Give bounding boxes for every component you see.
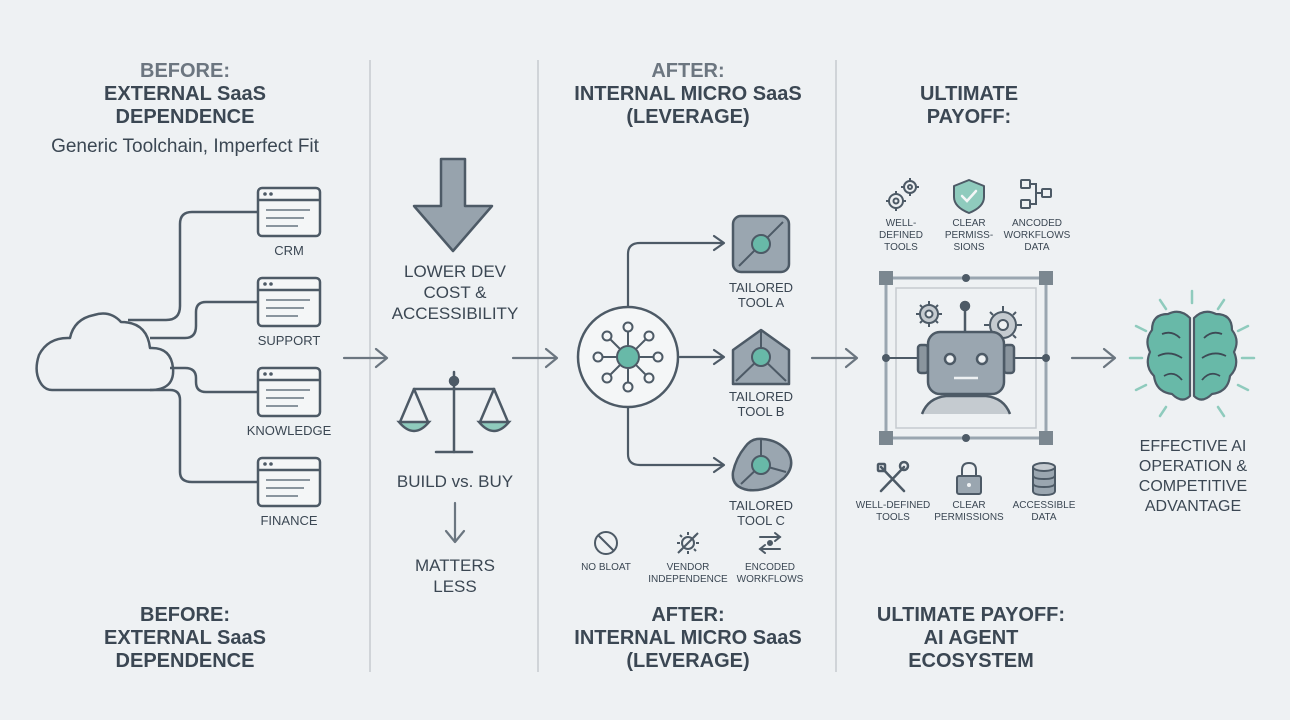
app-label-support: SUPPORT bbox=[257, 333, 321, 348]
vendor-independence-icon bbox=[677, 532, 699, 554]
tool-a-icon bbox=[731, 214, 791, 274]
payoff-footer-line3: ECOSYSTEM bbox=[908, 650, 1034, 672]
top-feature-tools-line3: TOOLS bbox=[884, 242, 918, 253]
hub-network-icon bbox=[576, 305, 680, 409]
build-vs-buy-label: BUILD vs. BUY bbox=[396, 472, 514, 491]
matters-line1: MATTERS bbox=[415, 556, 495, 575]
benefit-encoded-line2: WORKFLOWS bbox=[736, 574, 804, 585]
agent-frame bbox=[879, 271, 1053, 445]
top-feature-workflow-icon bbox=[1020, 179, 1052, 209]
before-footer-line2: EXTERNAL SaaS bbox=[104, 627, 266, 649]
top-feature-tools-line1: WELL- bbox=[885, 218, 917, 229]
app-label-crm: CRM bbox=[274, 243, 304, 258]
bottom-feature-lock-icon bbox=[956, 461, 982, 495]
arrow-right-icon bbox=[342, 347, 389, 369]
arrow-right-icon bbox=[511, 347, 559, 369]
app-window-crm-icon bbox=[256, 186, 322, 238]
payoff-heading-line1: ULTIMATE bbox=[919, 83, 1019, 105]
benefit-no-bloat: NO BLOAT bbox=[581, 562, 631, 573]
robot-icon bbox=[916, 300, 1016, 415]
after-heading-line3: (LEVERAGE) bbox=[626, 106, 750, 128]
after-footer-line1: AFTER: bbox=[651, 604, 725, 626]
top-feature-tools-line2: DEFINED bbox=[879, 230, 923, 241]
arrow-right-icon bbox=[810, 347, 859, 369]
top-feature-permissions-line2: PERMISS- bbox=[944, 230, 994, 241]
outcome-line1: EFFECTIVE AI bbox=[1139, 438, 1247, 455]
after-heading-line1: AFTER: bbox=[651, 60, 725, 82]
payoff-footer-line1: ULTIMATE PAYOFF: bbox=[876, 604, 1066, 626]
top-feature-permissions-line1: CLEAR bbox=[952, 218, 986, 229]
top-feature-tools-icon bbox=[886, 178, 919, 211]
payoff-footer-line2: AI AGENT bbox=[923, 627, 1019, 649]
brain-rays bbox=[1128, 289, 1256, 418]
benefit-encoded-line1: ENCODED bbox=[744, 562, 795, 573]
section-dividers bbox=[369, 60, 837, 672]
outcome-line4: ADVANTAGE bbox=[1144, 498, 1242, 515]
app-window-support-icon bbox=[256, 276, 322, 328]
cost-line3: ACCESSIBILITY bbox=[391, 304, 519, 323]
app-window-finance-icon bbox=[256, 456, 322, 508]
cost-line1: LOWER DEV bbox=[403, 262, 507, 281]
scales-icon bbox=[396, 370, 512, 454]
tool-c-label-line2: TOOL C bbox=[737, 513, 785, 528]
bottom-feature-permissions-line2: PERMISSIONS bbox=[934, 512, 1004, 523]
tool-c-label-line1: TAILORED bbox=[728, 498, 794, 513]
bottom-feature-data-line2: DATA bbox=[1031, 512, 1057, 523]
tool-c-icon bbox=[731, 437, 793, 492]
matters-line2: LESS bbox=[433, 577, 477, 596]
benefit-vendor-line1: VENDOR bbox=[666, 562, 710, 573]
tool-a-label-line2: TOOL A bbox=[737, 295, 785, 310]
top-feature-permissions-line3: SIONS bbox=[953, 242, 985, 253]
after-footer-line2: INTERNAL MICRO SaaS bbox=[574, 627, 802, 649]
tool-b-label-line2: TOOL B bbox=[737, 404, 785, 419]
bottom-feature-data-line1: ACCESSIBLE bbox=[1012, 500, 1076, 511]
brain-icon bbox=[1146, 310, 1238, 401]
before-subtitle: Generic Toolchain, Imperfect Fit bbox=[51, 136, 319, 157]
tool-b-label-line1: TAILORED bbox=[728, 389, 794, 404]
before-heading-line1: BEFORE: bbox=[140, 60, 230, 82]
before-footer-line3: DEPENDENCE bbox=[115, 650, 255, 672]
bottom-feature-tools-line1: WELL-DEFINED bbox=[855, 500, 931, 511]
bottom-feature-permissions-line1: CLEAR bbox=[952, 500, 986, 511]
app-label-finance: FINANCE bbox=[260, 513, 318, 528]
outcome-line3: COMPETITIVE bbox=[1138, 478, 1248, 495]
cost-line2: COST & bbox=[423, 283, 487, 302]
top-feature-workflows-line1: ANCODED bbox=[1011, 218, 1062, 229]
bottom-feature-tools-line2: TOOLS bbox=[876, 512, 910, 523]
before-footer-line1: BEFORE: bbox=[140, 604, 230, 626]
flow-arrows bbox=[342, 347, 1117, 369]
encoded-workflows-icon bbox=[758, 532, 782, 554]
app-window-knowledge-icon bbox=[256, 366, 322, 418]
before-heading-line2: EXTERNAL SaaS bbox=[104, 83, 266, 105]
top-feature-workflows-line2: WORKFLOWS bbox=[1003, 230, 1071, 241]
bottom-feature-database-icon bbox=[1032, 462, 1056, 497]
benefit-vendor-line2: INDEPENDENCE bbox=[648, 574, 728, 585]
cloud-connectors bbox=[128, 210, 258, 484]
payoff-heading-line2: PAYOFF: bbox=[926, 106, 1012, 128]
outcome-line2: OPERATION & bbox=[1138, 458, 1248, 475]
cloud-icon bbox=[35, 312, 175, 392]
hub-connectors bbox=[626, 234, 726, 474]
before-heading-line3: DEPENDENCE bbox=[115, 106, 255, 128]
tool-a-label-line1: TAILORED bbox=[728, 280, 794, 295]
after-footer-line3: (LEVERAGE) bbox=[626, 650, 750, 672]
gear-icon bbox=[916, 301, 942, 327]
no-bloat-icon bbox=[594, 531, 618, 555]
after-heading-line2: INTERNAL MICRO SaaS bbox=[574, 83, 802, 105]
top-feature-shield-icon bbox=[953, 179, 985, 214]
top-feature-workflows-line3: DATA bbox=[1024, 242, 1050, 253]
tool-b-icon bbox=[731, 328, 791, 386]
arrow-right-icon bbox=[1070, 347, 1117, 369]
app-label-knowledge: KNOWLEDGE bbox=[246, 423, 332, 438]
small-down-arrow-icon bbox=[444, 501, 466, 544]
bottom-feature-tools-icon bbox=[876, 460, 910, 493]
big-down-arrow-icon bbox=[412, 157, 494, 253]
